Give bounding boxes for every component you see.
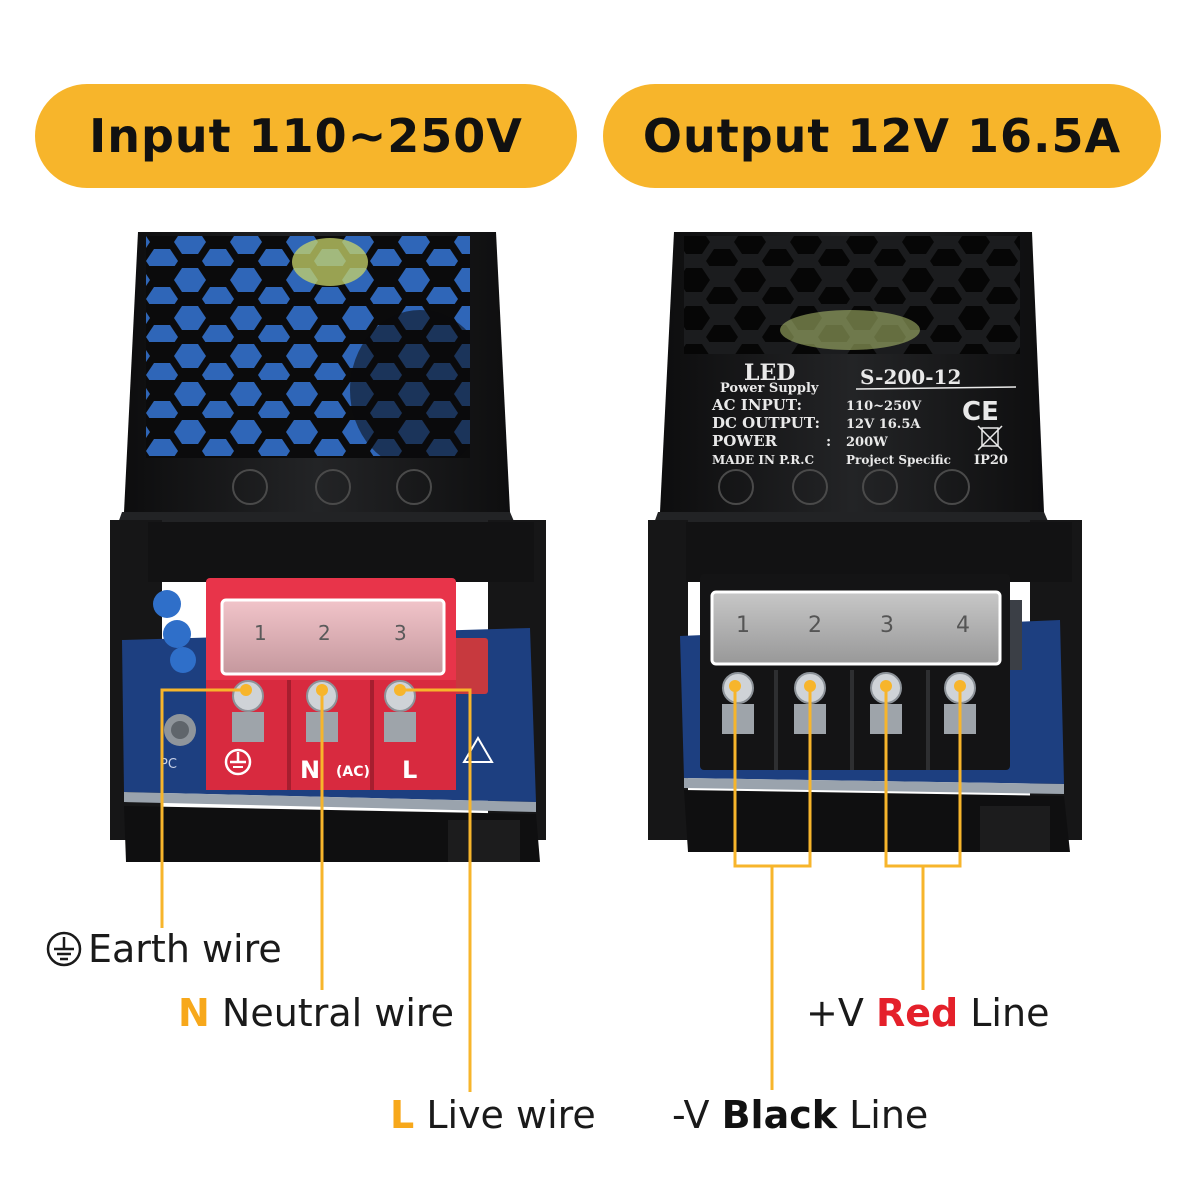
terminal-dots: [240, 680, 966, 696]
input-clear-cover: 1 2 3: [220, 598, 446, 676]
input-voltage-text: Input 110~250V: [89, 109, 523, 163]
project-specific-text: Project Specific: [846, 453, 951, 467]
live-terminal-letter: L: [402, 756, 417, 784]
earth-wire-label: Earth wire: [46, 930, 282, 968]
negative-suffix: Line: [849, 1093, 929, 1137]
output-clear-cover: 1 2 3 4: [710, 590, 1002, 666]
output-power-supply: LED S-200-12 Power Supply AC INPUT: 110~…: [648, 232, 1082, 852]
positive-prefix: +V: [806, 991, 864, 1035]
power-value: 200W: [846, 435, 888, 450]
earth-callout-line: [160, 688, 246, 928]
live-wire-text: Live wire: [426, 1093, 596, 1137]
input-terminal-number-1: 1: [254, 621, 267, 645]
negative-color-word: Black: [721, 1093, 838, 1137]
input-case-symbols: [232, 469, 432, 505]
ac-input-value: 110~250V: [846, 399, 922, 414]
live-callout-line: [400, 688, 472, 1092]
led-title: LED: [744, 360, 795, 386]
live-wire-label: L Live wire: [390, 1096, 596, 1134]
neutral-wire-label: N Neutral wire: [178, 994, 454, 1032]
made-in-text: MADE IN P.R.C: [712, 453, 814, 467]
dc-output-value: 12V 16.5A: [846, 417, 921, 432]
input-terminal-number-2: 2: [318, 621, 331, 645]
output-voltage-banner: Output 12V 16.5A: [603, 84, 1161, 188]
input-terminal-number-3: 3: [394, 621, 407, 645]
output-case-symbols: [718, 469, 970, 505]
input-voltage-banner: Input 110~250V: [35, 84, 577, 188]
power-key: POWER: [712, 432, 778, 450]
negative-line-label: -V Black Line: [672, 1096, 928, 1134]
positive-suffix: Line: [970, 991, 1050, 1035]
output-terminal-number-3: 3: [880, 613, 894, 638]
output-voltage-text: Output 12V 16.5A: [642, 109, 1122, 163]
model-number: S-200-12: [860, 365, 961, 389]
weee-bin-icon: [977, 425, 1003, 451]
neutral-terminal-letter: N: [300, 756, 320, 784]
output-terminal-number-4: 4: [956, 613, 970, 638]
positive-color-word: Red: [875, 991, 959, 1035]
ac-input-key: AC INPUT:: [711, 396, 802, 414]
positive-line-label: +V Red Line: [806, 994, 1049, 1032]
output-terminal-number-2: 2: [808, 613, 822, 638]
input-power-supply: PC 1 2 3 N: [110, 232, 546, 862]
spec-label: LED S-200-12 Power Supply AC INPUT: 110~…: [711, 360, 1017, 468]
pcb-label: PC: [160, 757, 177, 772]
input-screws: [232, 680, 416, 742]
ac-terminal-marking: (AC): [336, 764, 370, 780]
earth-ground-icon: [46, 931, 82, 967]
earth-symbol-icon: [224, 748, 252, 776]
ce-mark-icon: CE: [962, 397, 999, 427]
callout-lines: [160, 686, 962, 1092]
power-separator: :: [826, 434, 831, 450]
output-screws: [722, 672, 976, 734]
earth-wire-text: Earth wire: [88, 927, 282, 971]
neutral-letter: N: [178, 991, 210, 1035]
power-supply-text: Power Supply: [720, 381, 819, 396]
neutral-wire-text: Neutral wire: [221, 991, 455, 1035]
dc-output-key: DC OUTPUT:: [712, 414, 820, 432]
ip-rating: IP20: [974, 453, 1008, 468]
output-terminal-number-1: 1: [736, 613, 750, 638]
negative-prefix: -V: [672, 1093, 710, 1137]
live-letter: L: [390, 1093, 415, 1137]
